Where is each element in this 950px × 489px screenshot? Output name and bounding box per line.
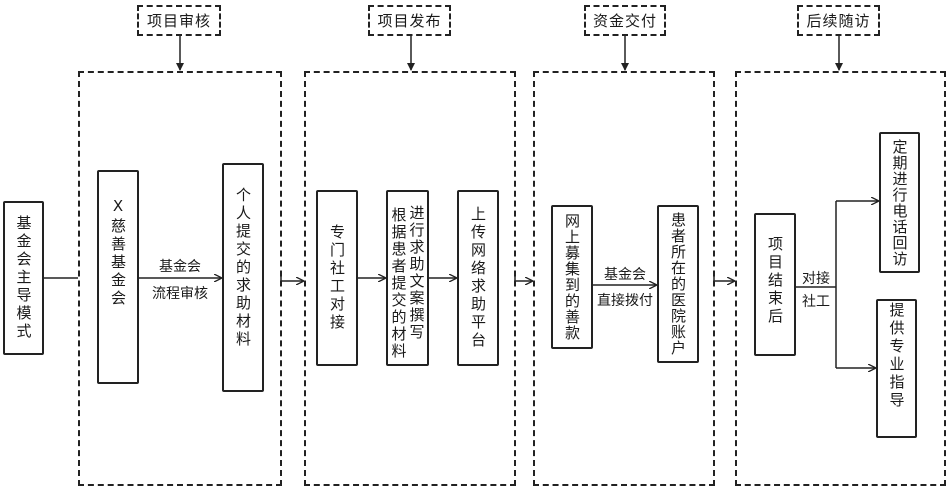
edge-label-followup-bottom: 社工 [802, 294, 830, 310]
stage-label-review: 项目审核 [137, 5, 221, 36]
node-social-worker: 专门社工对接 [316, 190, 358, 366]
edge-review-to-publish [280, 275, 303, 281]
node-label: 上传网络求助平台 [469, 206, 487, 350]
panel-review [78, 71, 282, 486]
node-label: 提供专业指导 [887, 302, 906, 410]
stage-label-followup: 后续随访 [797, 5, 880, 36]
stage-label-text: 项目发布 [377, 12, 442, 30]
panel-followup [735, 71, 946, 486]
node-online-donations: 网上募集到的善款 [551, 205, 593, 349]
node-upload-platform: 上传网络求助平台 [457, 190, 499, 366]
edge-label-pay-bottom: 直接拨付 [597, 293, 653, 309]
node-professional-guidance: 提供专业指导 [876, 299, 917, 438]
edge-label-review-bottom: 流程审核 [152, 286, 208, 302]
node-project-end: 项目结束后 [754, 213, 796, 356]
edge-label-pay-top: 基金会 [604, 267, 646, 283]
node-label: 项目结束后 [766, 235, 784, 326]
node-label: X慈善基金会 [109, 196, 127, 308]
node-label: 个人提交的求助材料 [234, 186, 252, 349]
node-label-col1: 进行求助文案撰写 [407, 205, 426, 341]
node-label: 网上募集到的善款 [563, 213, 581, 341]
stage-label-publish: 项目发布 [368, 5, 451, 36]
node-phone-visit: 定期进行电话回访 [879, 132, 920, 273]
edge-publish-to-funding [514, 275, 532, 281]
node-hospital-account: 患者所在的医院账户 [657, 205, 699, 363]
node-foundation-led-mode: 基金会主导模式 [3, 201, 44, 355]
stage-label-text: 资金交付 [592, 12, 657, 30]
edge-label-followup-top: 对接 [802, 271, 830, 287]
edge-label-review-top: 基金会 [159, 259, 201, 275]
panel-funding [533, 71, 715, 486]
panel-publish [304, 71, 516, 486]
node-label-col2: 根据患者提交的材料 [389, 206, 408, 360]
stage-label-funding: 资金交付 [584, 5, 666, 36]
node-write-copy: 进行求助文案撰写 根据患者提交的材料 [386, 190, 429, 366]
stage-label-text: 后续随访 [806, 12, 871, 30]
node-label: 基金会主导模式 [14, 215, 33, 341]
node-label: 定期进行电话回访 [890, 138, 909, 267]
node-label: 患者所在的医院账户 [669, 212, 687, 356]
node-charity-foundation: X慈善基金会 [97, 170, 139, 384]
node-label: 专门社工对接 [328, 224, 346, 332]
edge-funding-to-followup [713, 275, 734, 281]
stage-label-text: 项目审核 [146, 12, 211, 30]
node-personal-materials: 个人提交的求助材料 [222, 163, 264, 392]
